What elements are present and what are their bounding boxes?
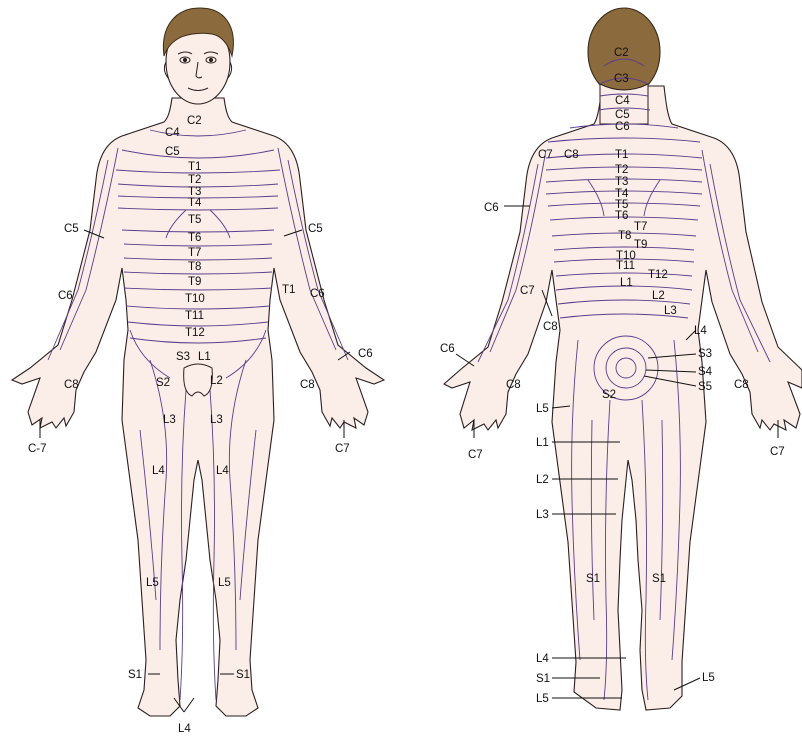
ant-label-t2: T2 bbox=[188, 174, 201, 186]
ant-label-c6-right-hand: C6 bbox=[358, 348, 373, 360]
post-label-t11: T11 bbox=[616, 260, 635, 272]
ant-label-c5-right: C5 bbox=[308, 223, 323, 235]
post-label-t2: T2 bbox=[615, 164, 628, 176]
ant-label-t7: T7 bbox=[188, 247, 201, 259]
ant-label-l2: L2 bbox=[210, 375, 223, 387]
post-label-t3: T3 bbox=[615, 176, 628, 188]
post-label-t1: T1 bbox=[615, 149, 628, 161]
ant-label-l4-left: L4 bbox=[152, 465, 165, 477]
ant-label-c8-left: C8 bbox=[64, 379, 79, 391]
post-label-c8: C8 bbox=[564, 149, 579, 161]
ant-label-c6-left: C6 bbox=[58, 290, 73, 302]
post-label-s1-right: S1 bbox=[652, 573, 666, 585]
post-label-t7: T7 bbox=[634, 221, 647, 233]
ant-label-t1: T1 bbox=[188, 161, 201, 173]
ant-label-s1-left: S1 bbox=[128, 669, 142, 681]
post-label-c5: C5 bbox=[615, 109, 630, 121]
post-label-s1-ankle: S1 bbox=[536, 673, 550, 685]
post-label-t12: T12 bbox=[648, 269, 668, 281]
ant-label-c5-left: C5 bbox=[64, 223, 79, 235]
ant-label-l4-right: L4 bbox=[216, 465, 229, 477]
ant-label-t5: T5 bbox=[188, 214, 201, 226]
ant-label-l3-right: L3 bbox=[210, 414, 223, 426]
ant-label-t8: T8 bbox=[188, 261, 201, 273]
post-label-s4: S4 bbox=[698, 366, 713, 378]
ant-label-l3-left: L3 bbox=[163, 414, 176, 426]
post-label-t6: T6 bbox=[615, 210, 628, 222]
post-label-s1-left: S1 bbox=[586, 573, 600, 585]
ant-label-c5: C5 bbox=[165, 146, 180, 158]
ant-label-l1: L1 bbox=[198, 351, 211, 363]
post-label-t9: T9 bbox=[634, 239, 647, 251]
post-label-l5-thigh: L5 bbox=[536, 403, 549, 415]
post-label-s5: S5 bbox=[698, 381, 712, 393]
post-label-c6-hand: C6 bbox=[440, 343, 455, 355]
post-label-c8-hand-right: C8 bbox=[734, 379, 749, 391]
post-label-c4: C4 bbox=[615, 95, 630, 107]
ant-label-t11: T11 bbox=[185, 310, 204, 322]
post-label-l5-ankle: L5 bbox=[536, 693, 549, 705]
ant-label-s2: S2 bbox=[156, 377, 170, 389]
post-label-c6: C6 bbox=[615, 121, 630, 133]
ant-label-t6: T6 bbox=[188, 232, 201, 244]
post-label-s2: S2 bbox=[602, 389, 616, 401]
post-label-c3: C3 bbox=[614, 73, 629, 85]
ant-label-c7-right: C7 bbox=[335, 443, 350, 455]
post-label-l4-ankle: L4 bbox=[536, 653, 549, 665]
ant-label-c8-right: C8 bbox=[300, 379, 315, 391]
ant-label-l5-right: L5 bbox=[218, 577, 231, 589]
ant-label-c7-left: C-7 bbox=[28, 443, 47, 455]
post-label-c7-right: C7 bbox=[770, 446, 785, 458]
ant-label-l5-left: L5 bbox=[146, 577, 159, 589]
ant-label-t4: T4 bbox=[188, 197, 202, 209]
post-label-l2: L2 bbox=[652, 290, 665, 302]
post-label-l5-foot: L5 bbox=[702, 672, 715, 684]
post-label-c2: C2 bbox=[614, 47, 629, 59]
post-label-t8: T8 bbox=[618, 230, 631, 242]
ant-label-t12: T12 bbox=[185, 327, 205, 339]
post-label-c6-arm: C6 bbox=[484, 202, 499, 214]
ant-label-s1-right: S1 bbox=[236, 669, 250, 681]
ant-label-t9: T9 bbox=[188, 276, 201, 288]
post-label-c7-arm: C7 bbox=[520, 285, 535, 297]
post-label-c7: C7 bbox=[538, 149, 553, 161]
post-label-c7-left: C7 bbox=[468, 449, 483, 461]
ant-label-s3: S3 bbox=[176, 351, 190, 363]
post-label-c8-hand-left: C8 bbox=[506, 379, 521, 391]
ant-label-t1-right: T1 bbox=[282, 284, 295, 296]
ant-label-c4: C4 bbox=[165, 127, 180, 139]
post-label-l3: L3 bbox=[664, 305, 677, 317]
post-label-l4: L4 bbox=[694, 325, 707, 337]
ant-label-t10: T10 bbox=[185, 293, 205, 305]
ant-label-l4-bottom: L4 bbox=[178, 723, 191, 735]
post-label-l1: L1 bbox=[620, 277, 633, 289]
post-label-l1-leg: L1 bbox=[536, 437, 549, 449]
ant-label-c2: C2 bbox=[187, 115, 202, 127]
post-label-l3-leg: L3 bbox=[536, 509, 549, 521]
ant-label-c6-right-arm: C6 bbox=[310, 288, 325, 300]
post-label-s3: S3 bbox=[698, 348, 712, 360]
post-label-c8-arm: C8 bbox=[543, 321, 558, 333]
post-label-l2-leg: L2 bbox=[536, 474, 549, 486]
